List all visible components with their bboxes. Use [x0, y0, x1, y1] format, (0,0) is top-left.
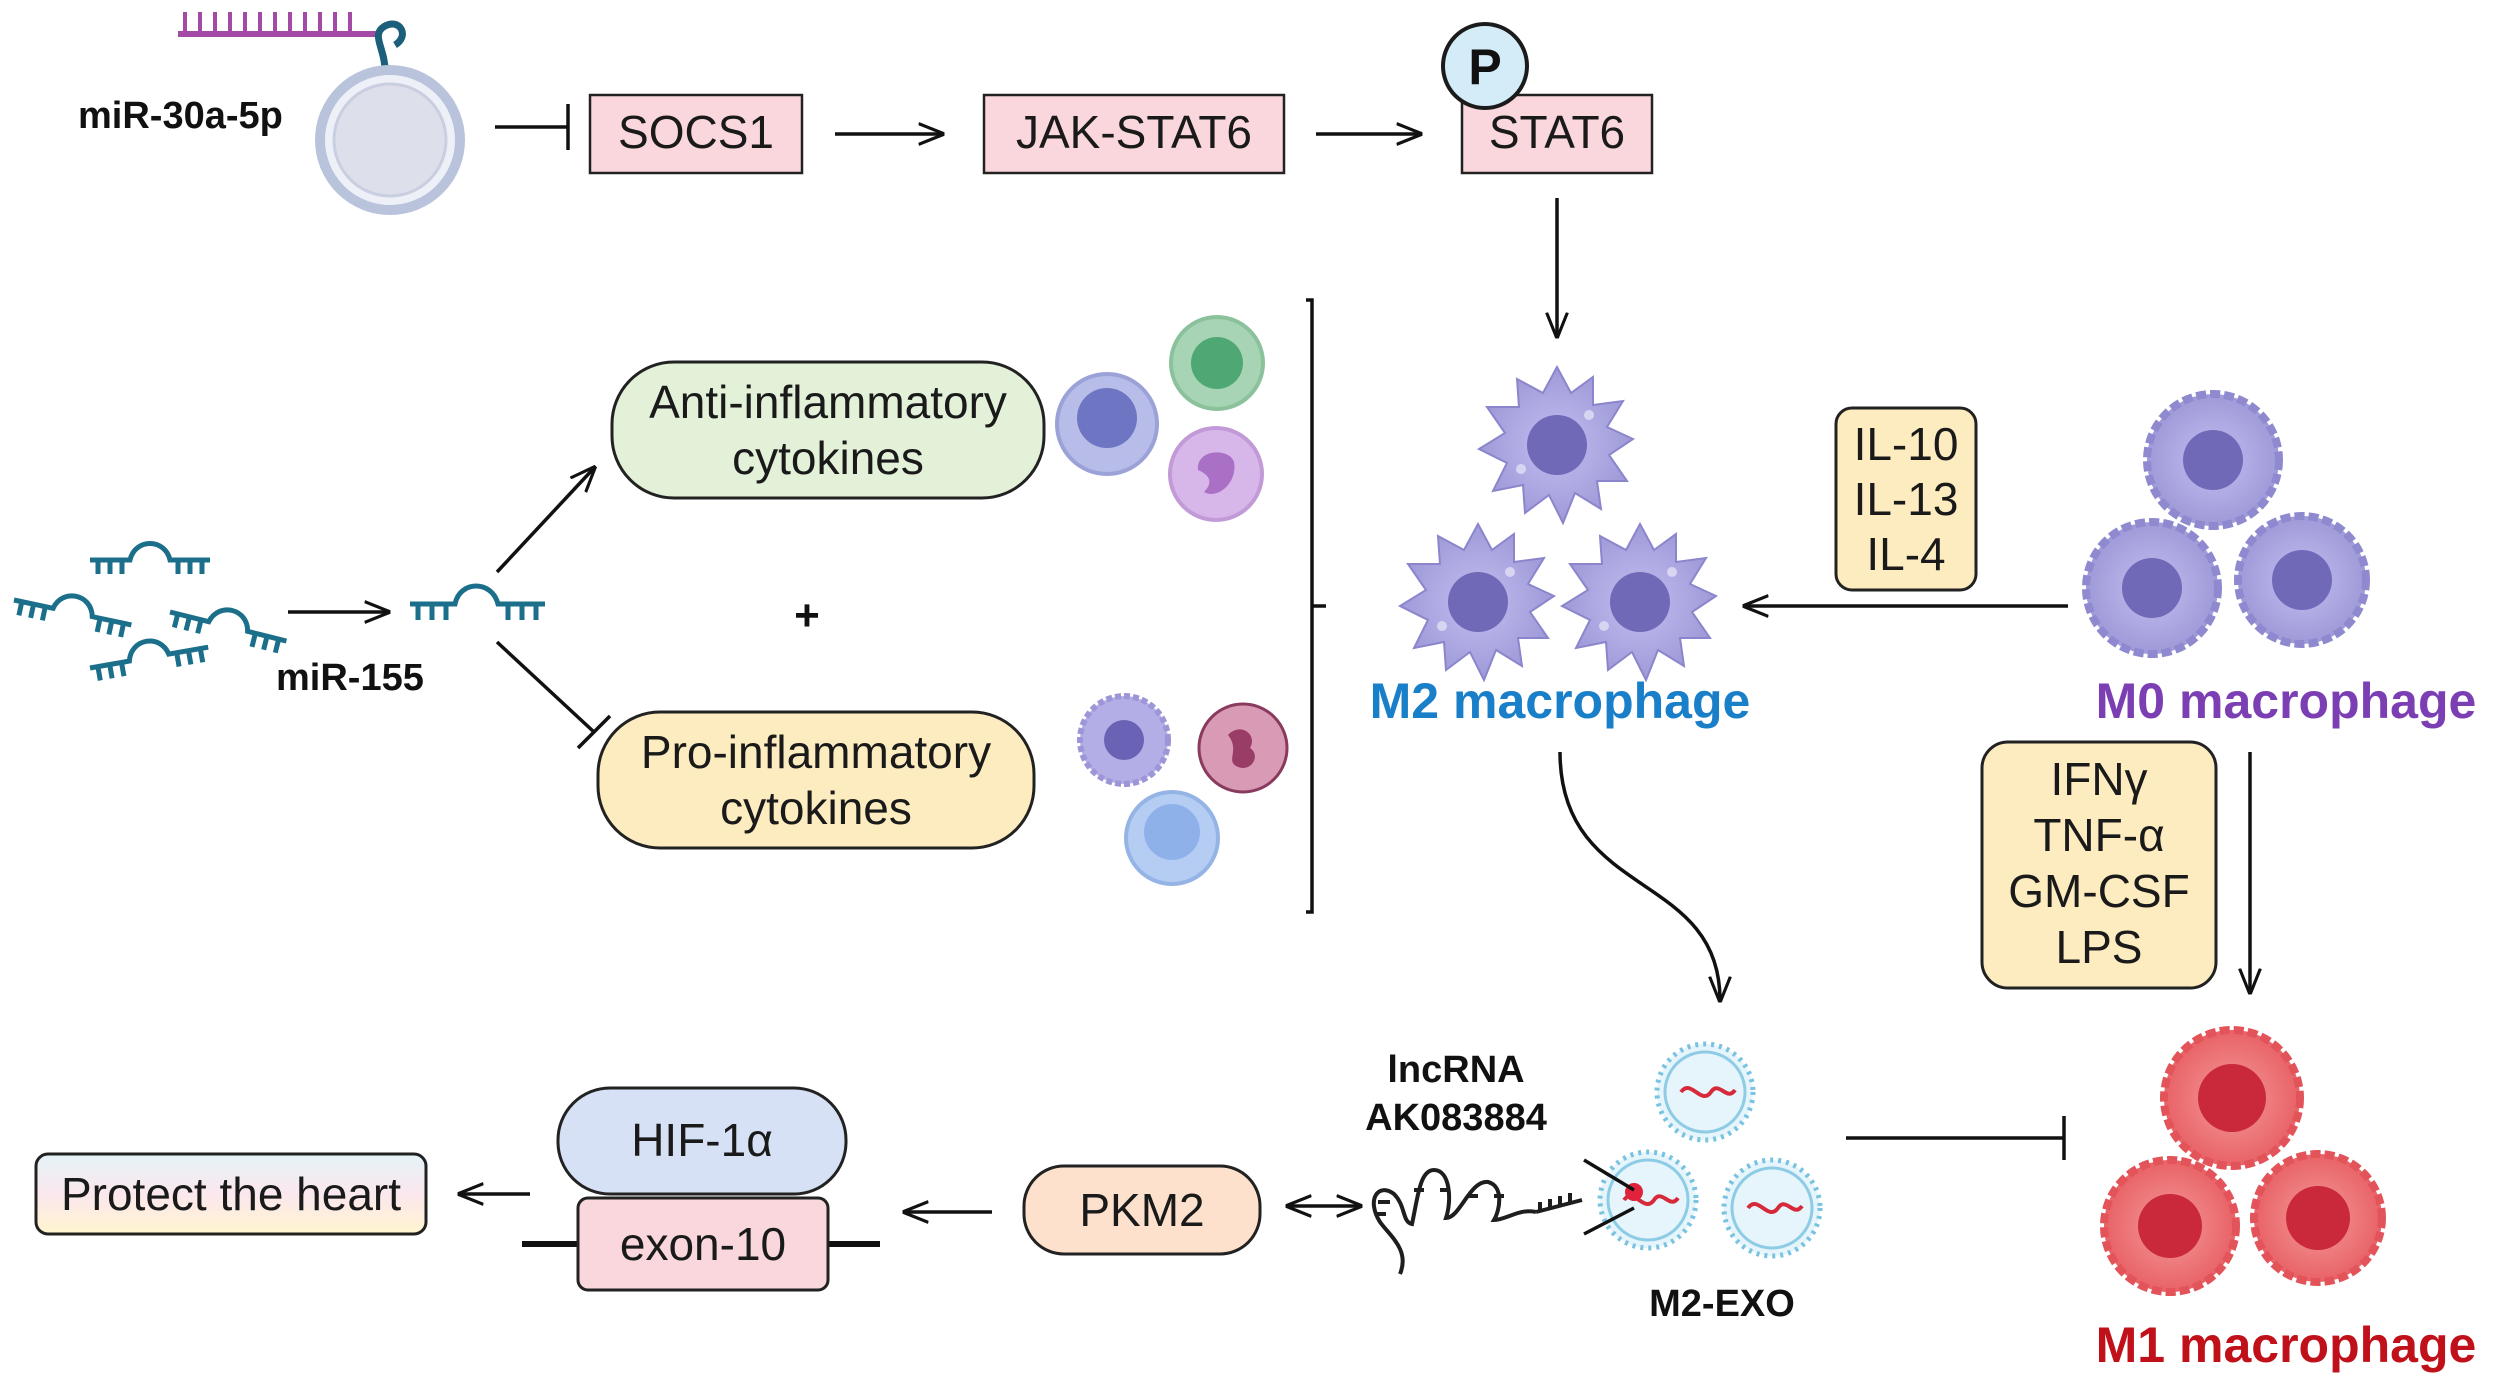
hif-pill	[556, 1086, 848, 1196]
stat6-label: STAT6	[1489, 106, 1625, 158]
pkm2-label: PKM2	[1079, 1184, 1204, 1236]
m2-inducer-1: IL-13	[1854, 473, 1959, 525]
protect-heart-box	[34, 1152, 428, 1236]
m2-macrophage-label: M2 macrophage	[1370, 673, 1751, 729]
plus-sign: +	[794, 591, 820, 640]
socs1-label: SOCS1	[618, 106, 774, 158]
mir155-icon	[410, 583, 545, 620]
exo-pointer-2	[1583, 1206, 1635, 1236]
m0-macrophage-icon	[2082, 390, 2370, 658]
m1-inducers-box	[1980, 740, 2218, 990]
m2-exosome-icon	[1597, 1041, 1823, 1259]
jak-stat6-label: JAK-STAT6	[1016, 106, 1252, 158]
pro-cells-icon	[1077, 693, 1289, 886]
pro-line2: cytokines	[720, 782, 912, 834]
mir30a-label: miR-30a-5p	[78, 95, 283, 137]
m1-macrophage-icon	[2100, 1026, 2386, 1296]
m2-macrophage-icon	[1397, 364, 1719, 683]
mir155-cluster-icon	[13, 541, 288, 681]
hif-label: HIF-1α	[631, 1114, 773, 1166]
bracket-right	[1306, 298, 1314, 914]
lncrna-hairpin-icon	[1371, 1167, 1583, 1275]
mir155-label: miR-155	[276, 657, 424, 699]
m2-exo-label: M2-EXO	[1649, 1283, 1795, 1325]
m1-inducer-2: GM-CSF	[2008, 865, 2189, 917]
pro-inflammatory-pill	[596, 710, 1036, 850]
m0-macrophage-label: M0 macrophage	[2096, 673, 2477, 729]
anti-inflammatory-pill	[610, 360, 1046, 500]
socs1-box	[588, 93, 804, 175]
lncrna-line1: lncRNA	[1387, 1049, 1524, 1091]
phospho-label: P	[1468, 39, 1501, 95]
inhibit-bar-pro	[576, 714, 612, 750]
inhibit-line-pro	[495, 640, 596, 734]
pkm2-pill	[1022, 1164, 1262, 1256]
m2-inducers-box	[1834, 406, 1978, 592]
lncrna-line2: AK083884	[1365, 1097, 1547, 1139]
anti-line1: Anti-inflammatory	[649, 376, 1007, 428]
m1-inducer-0: IFNγ	[2050, 753, 2147, 805]
mir30a-vesicle-icon	[178, 12, 465, 215]
protect-heart-label: Protect the heart	[61, 1168, 401, 1220]
arrow-m2-to-exo	[1558, 751, 1720, 1000]
exon-label: exon-10	[620, 1218, 786, 1270]
exon-box	[576, 1196, 830, 1292]
m1-inducer-1: TNF-α	[2033, 809, 2164, 861]
jak-stat6-box	[982, 93, 1286, 175]
m1-inducer-3: LPS	[2056, 921, 2143, 973]
exo-pointer-1	[1583, 1158, 1635, 1192]
anti-cells-icon	[1055, 315, 1265, 522]
m1-macrophage-label: M1 macrophage	[2096, 1317, 2477, 1373]
m2-inducer-2: IL-4	[1866, 528, 1945, 580]
phospho-badge	[1441, 22, 1529, 110]
anti-line2: cytokines	[732, 432, 924, 484]
m2-inducer-0: IL-10	[1854, 418, 1959, 470]
pro-line1: Pro-inflammatory	[641, 726, 991, 778]
arrow-to-anti	[495, 468, 594, 574]
